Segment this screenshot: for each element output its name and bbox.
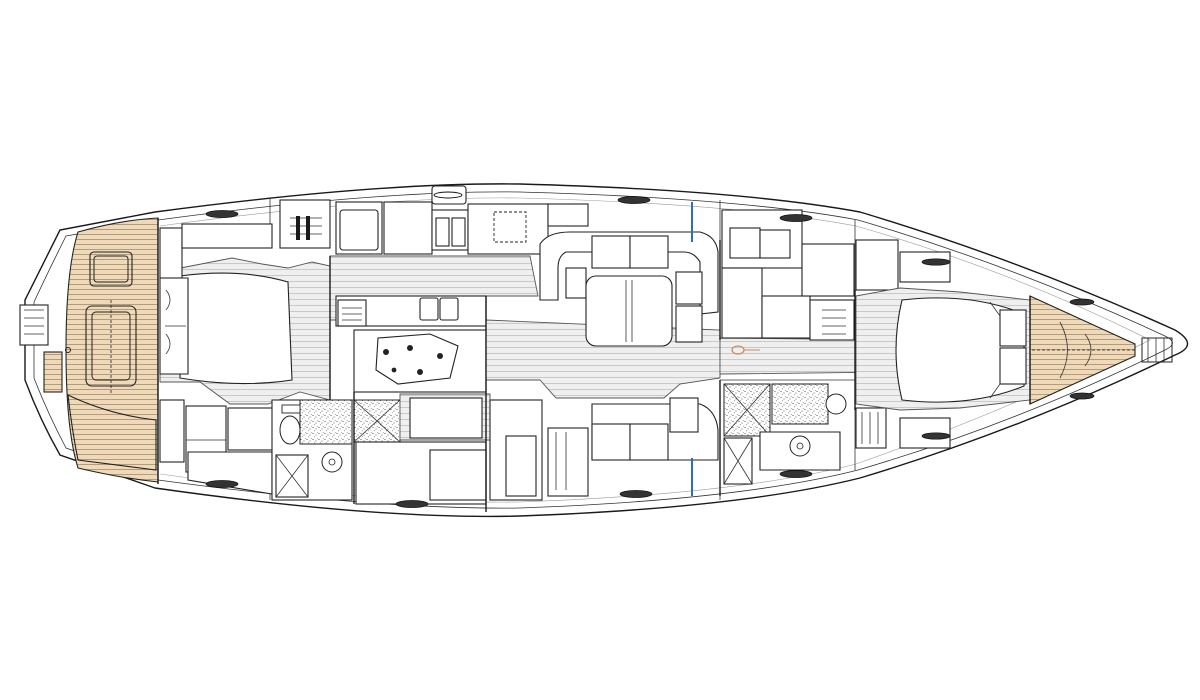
hull-outline bbox=[24, 183, 1189, 518]
saloon bbox=[485, 202, 901, 496]
deck-hatches bbox=[205, 191, 1095, 508]
stern-teak-deck bbox=[19, 217, 159, 483]
forward-cabins bbox=[721, 209, 899, 341]
aft-head bbox=[271, 399, 401, 501]
forward-head bbox=[723, 383, 887, 485]
mid-lower-cabinets bbox=[355, 393, 589, 505]
bow-teak-deck bbox=[1029, 295, 1173, 405]
bulkheads bbox=[157, 218, 1031, 512]
aft-master-cabin bbox=[159, 257, 331, 473]
